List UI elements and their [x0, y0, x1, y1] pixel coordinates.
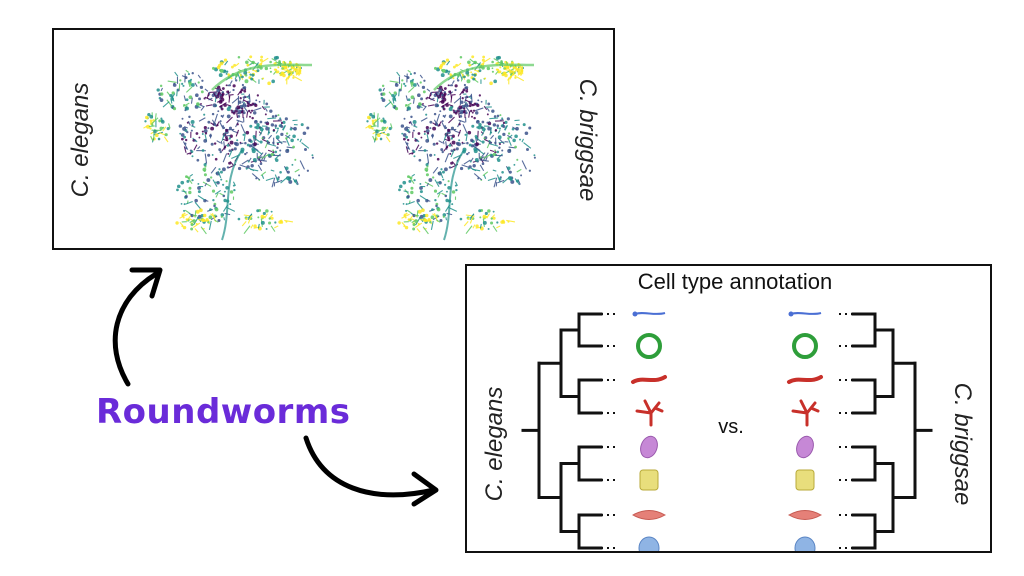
arrow-to-umap-icon: [112, 267, 163, 387]
blue-oval-cell-icon-right: [794, 536, 816, 551]
blue-oval-cell-icon-left: [638, 536, 660, 551]
pink-spindle-cell-icon-right: [787, 510, 823, 520]
umap-plot-c-elegans: [143, 55, 314, 241]
green-ring-cell-icon-right: [792, 333, 818, 359]
roundworms-label: Roundworms: [96, 392, 351, 432]
yellow-epithelial-cell-icon-right: [795, 469, 815, 491]
cell-type-icons-left: [631, 311, 667, 551]
purple-oval-cell-icon-right: [796, 435, 814, 459]
red-dendritic-cell-icon-left: [635, 399, 664, 427]
dendrogram-left: [521, 312, 619, 550]
tree-left-species-label: C. elegans: [481, 387, 508, 502]
umap-plot-c-briggsae: [365, 55, 536, 241]
umap-right-species-label: C. briggsae: [574, 79, 601, 202]
red-muscle-cell-icon-left: [631, 375, 667, 384]
tree-right-species-label: C. briggsae: [949, 383, 976, 506]
umap-comparison-panel: C. elegans C. briggsae: [52, 28, 615, 250]
arrow-to-tree-icon: [303, 435, 439, 507]
pink-spindle-cell-icon-left: [631, 510, 667, 520]
umap-figure: C. elegans C. briggsae: [67, 55, 601, 241]
vs-label: vs.: [718, 416, 744, 438]
green-ring-cell-icon-left: [636, 333, 662, 359]
cell-type-tree-figure: Cell type annotation vs. C. elegans C. b…: [481, 269, 976, 551]
umap-left-species-label: C. elegans: [67, 83, 94, 198]
cell-type-annotation-panel: Cell type annotation vs. C. elegans C. b…: [465, 264, 992, 553]
cell-type-icons-right: [787, 311, 823, 551]
red-dendritic-cell-icon-right: [791, 399, 820, 427]
cell-type-annotation-title: Cell type annotation: [638, 269, 832, 294]
red-muscle-cell-icon-right: [787, 375, 823, 384]
dendrogram-right: [835, 312, 933, 550]
neuron-axon-icon-right: [788, 311, 822, 317]
neuron-axon-icon-left: [632, 311, 666, 317]
purple-oval-cell-icon-left: [640, 435, 658, 459]
yellow-epithelial-cell-icon-left: [639, 469, 659, 491]
